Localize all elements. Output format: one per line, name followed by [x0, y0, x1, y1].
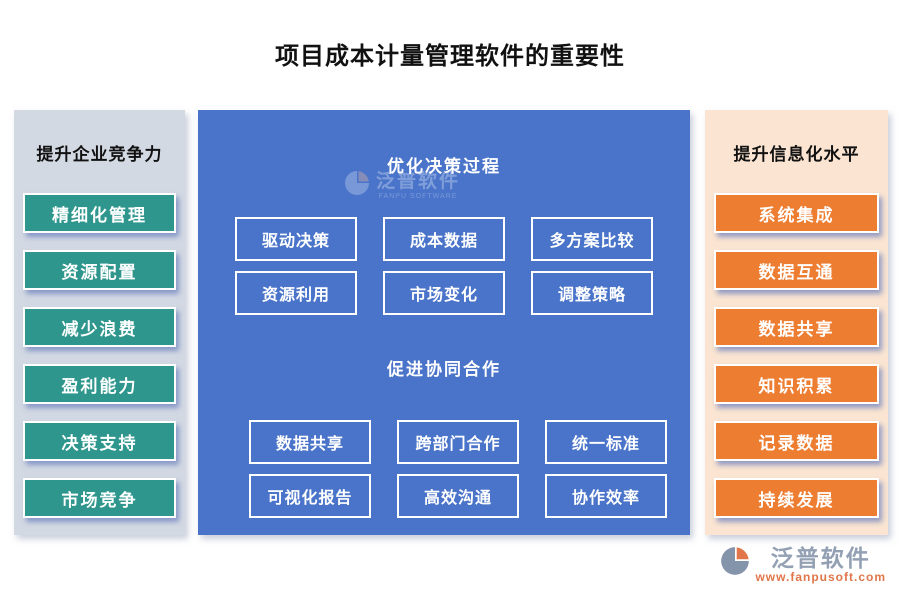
right-item-data-interchange[interactable]: 数据互通 — [714, 250, 879, 290]
right-item-data-sharing[interactable]: 数据共享 — [714, 307, 879, 347]
brand-url[interactable]: www.fanpusoft.com — [755, 570, 886, 584]
center-item-cost-data[interactable]: 成本数据 — [383, 217, 505, 261]
center-item-market-changes[interactable]: 市场变化 — [383, 271, 505, 315]
left-item-refined-management[interactable]: 精细化管理 — [23, 193, 176, 233]
center-item-cross-department[interactable]: 跨部门合作 — [397, 420, 519, 464]
right-item-system-integration[interactable]: 系统集成 — [714, 193, 879, 233]
center-item-multi-plan-compare[interactable]: 多方案比较 — [531, 217, 653, 261]
right-item-knowledge-accumulation[interactable]: 知识积累 — [714, 364, 879, 404]
right-item-sustainable-development[interactable]: 持续发展 — [714, 478, 879, 518]
section-header-collaboration: 促进协同合作 — [387, 360, 501, 379]
footer-logo: 泛普软件 www.fanpusoft.com — [720, 546, 886, 584]
watermark-subtext: FANPU SOFTWARE — [378, 193, 458, 200]
left-panel: 提升企业竞争力 精细化管理 资源配置 减少浪费 盈利能力 决策支持 市场竞争 — [14, 110, 185, 535]
left-item-market-competition[interactable]: 市场竞争 — [23, 478, 176, 518]
fanpu-logo-icon — [721, 547, 750, 575]
watermark-text: 泛普软件 — [376, 171, 461, 192]
left-item-reduce-waste[interactable]: 减少浪费 — [23, 307, 176, 347]
center-panel: 泛普软件 FANPU SOFTWARE 优化决策过程 驱动决策 成本数据 多方案… — [198, 110, 690, 535]
center-item-adjust-strategy[interactable]: 调整策略 — [531, 271, 653, 315]
left-item-resource-allocation[interactable]: 资源配置 — [23, 250, 176, 290]
right-panel: 提升信息化水平 系统集成 数据互通 数据共享 知识积累 记录数据 持续发展 — [705, 110, 888, 535]
right-item-record-data[interactable]: 记录数据 — [714, 421, 879, 461]
center-item-efficient-communication[interactable]: 高效沟通 — [397, 474, 519, 518]
decision-grid-row2: 资源利用 市场变化 调整策略 — [198, 271, 690, 315]
collab-grid-row1: 数据共享 跨部门合作 统一标准 — [212, 420, 704, 464]
left-panel-header: 提升企业竞争力 — [36, 145, 163, 164]
brand-name: 泛普软件 — [770, 544, 871, 571]
decision-grid-row1: 驱动决策 成本数据 多方案比较 — [198, 217, 690, 261]
page-title: 项目成本计量管理软件的重要性 — [275, 44, 625, 70]
watermark-logo: 泛普软件 FANPU SOFTWARE — [344, 166, 460, 200]
left-item-decision-support[interactable]: 决策支持 — [23, 421, 176, 461]
center-item-visual-reports[interactable]: 可视化报告 — [249, 474, 371, 518]
collab-grid-row2: 可视化报告 高效沟通 协作效率 — [212, 474, 704, 518]
right-panel-header: 提升信息化水平 — [733, 145, 860, 164]
left-item-profitability[interactable]: 盈利能力 — [23, 364, 176, 404]
center-item-resource-utilization[interactable]: 资源利用 — [235, 271, 357, 315]
center-item-data-sharing[interactable]: 数据共享 — [249, 420, 371, 464]
fanpu-logo-icon — [345, 171, 369, 195]
center-item-drive-decisions[interactable]: 驱动决策 — [235, 217, 357, 261]
center-item-unified-standard[interactable]: 统一标准 — [545, 420, 667, 464]
center-item-collaboration-efficiency[interactable]: 协作效率 — [545, 474, 667, 518]
section-header-decision: 优化决策过程 — [387, 157, 501, 176]
